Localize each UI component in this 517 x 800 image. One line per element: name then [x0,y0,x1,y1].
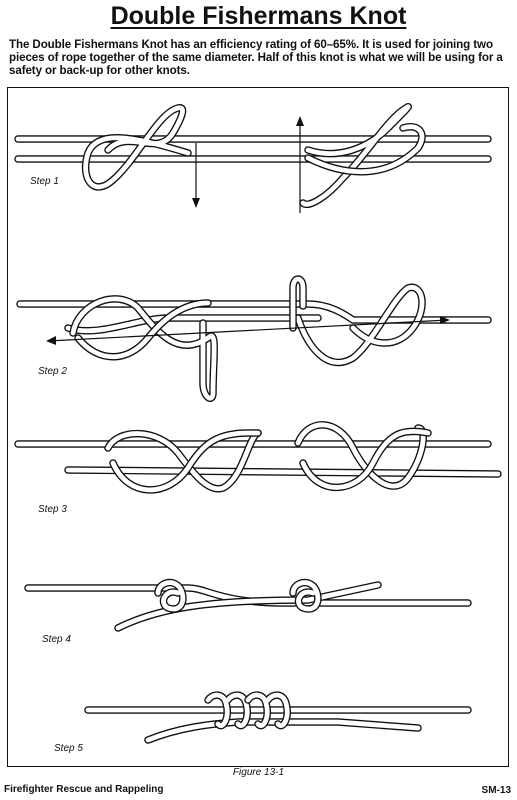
step-3-drawing [14,421,502,494]
step-5-label: Step 5 [54,743,83,754]
figure-frame: Step 1 Step 2 Step 3 Step 4 Step 5 [7,87,509,767]
intro-paragraph: The Double Fishermans Knot has an effici… [9,38,503,77]
step-2-label: Step 2 [38,366,67,377]
step-1-drawing [14,103,492,213]
knot-illustration [14,103,502,744]
footer-book-title: Firefighter Rescue and Rappeling [4,784,164,795]
step-4-drawing [24,578,472,632]
figure-caption: Figure 13-1 [232,767,285,778]
step-5-drawing [84,691,472,744]
step-3-label: Step 3 [38,504,67,515]
step-1-label: Step 1 [30,176,59,187]
page-title: Double Fishermans Knot [110,2,407,30]
step-2-drawing [16,275,492,402]
footer-page-number: SM-13 [481,785,511,796]
step-4-label: Step 4 [42,634,71,645]
